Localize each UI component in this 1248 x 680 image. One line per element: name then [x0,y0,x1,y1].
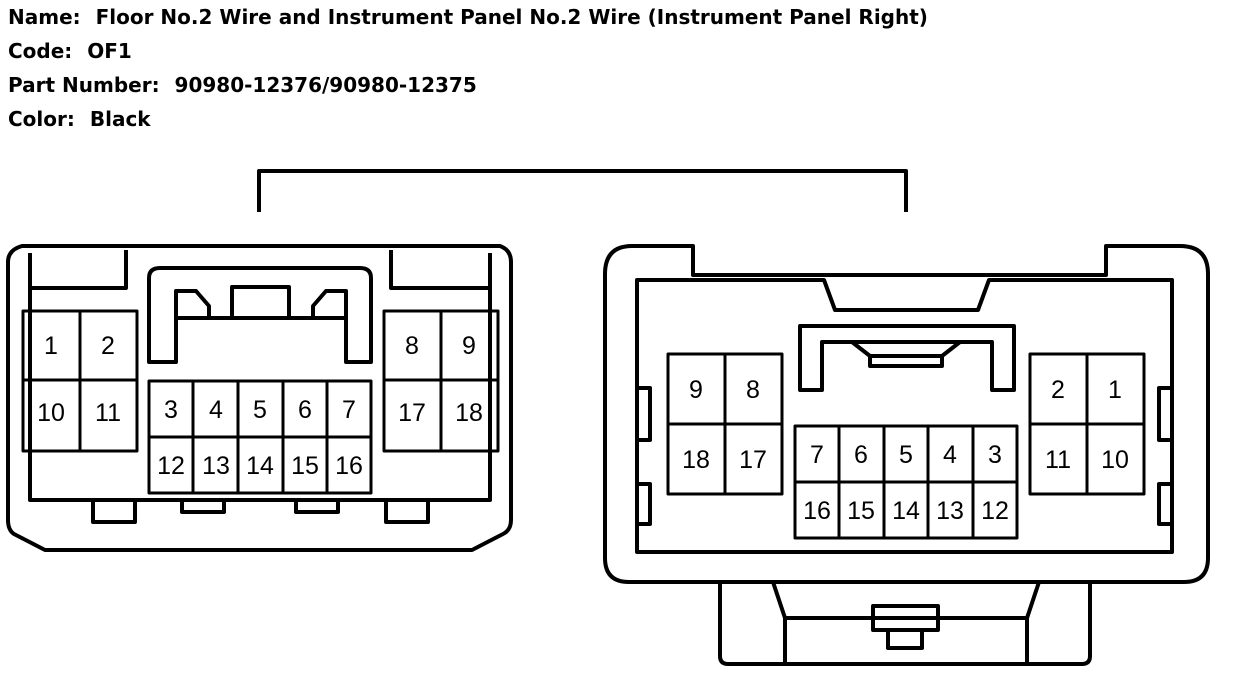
color-label: Color: [8,107,75,131]
connector-right-body [603,244,1210,666]
pin-label: 8 [746,376,760,404]
pin-label: 1 [44,332,58,360]
connector-right-pin-labels: 9 8 18 17 7 6 5 4 3 16 15 14 13 12 2 1 1… [682,376,1129,525]
pin-label: 13 [936,497,964,525]
pin-label: 17 [398,399,426,427]
pairing-bracket [257,169,908,212]
pin-label: 1 [1108,376,1122,404]
connector-left-cavities [21,309,500,495]
info-part-row: Part Number: 90980-12376/90980-12375 [8,68,928,102]
part-number-label: Part Number: [8,73,160,97]
pin-label: 6 [854,441,868,469]
color-value: Black [89,107,151,131]
pin-label: 16 [335,452,363,480]
pin-label: 12 [981,497,1009,525]
pin-label: 14 [892,497,920,525]
pin-label: 3 [988,441,1002,469]
pin-label: 10 [37,399,65,427]
pin-label: 14 [246,452,274,480]
name-label: Name: [8,5,81,29]
info-color-row: Color: Black [8,102,928,136]
pin-label: 7 [810,441,824,469]
connector-left-body [6,244,513,552]
pin-label: 17 [739,446,767,474]
pin-label: 15 [847,497,875,525]
connector-left-pin-labels: 1 2 10 11 3 4 5 6 7 12 13 14 15 16 8 9 1… [37,332,483,480]
code-label: Code: [8,39,73,63]
pin-label: 16 [803,497,831,525]
pin-label: 7 [342,396,356,424]
pin-label: 18 [455,399,483,427]
pin-label: 11 [1045,446,1071,474]
connector-info: Name: Floor No.2 Wire and Instrument Pan… [8,0,928,136]
pin-label: 8 [405,332,419,360]
info-code-row: Code: OF1 [8,34,928,68]
name-value: Floor No.2 Wire and Instrument Panel No.… [95,5,928,29]
pin-label: 10 [1101,446,1129,474]
pin-label: 9 [689,376,703,404]
part-number-value: 90980-12376/90980-12375 [174,73,477,97]
pin-label: 9 [462,332,476,360]
pin-label: 13 [202,452,230,480]
pin-label: 15 [291,452,319,480]
pin-label: 4 [209,396,223,424]
pin-label: 6 [298,396,312,424]
pin-label: 5 [899,441,913,469]
pin-label: 2 [101,332,115,360]
pin-label: 2 [1051,376,1065,404]
connector-right-cavities [666,352,1146,540]
pin-label: 12 [157,452,185,480]
info-name-row: Name: Floor No.2 Wire and Instrument Pan… [8,0,928,34]
pin-label: 11 [95,399,121,427]
pin-label: 4 [943,441,957,469]
pin-label: 5 [253,396,267,424]
code-value: OF1 [87,39,132,63]
pin-label: 3 [164,396,178,424]
pin-label: 18 [682,446,710,474]
